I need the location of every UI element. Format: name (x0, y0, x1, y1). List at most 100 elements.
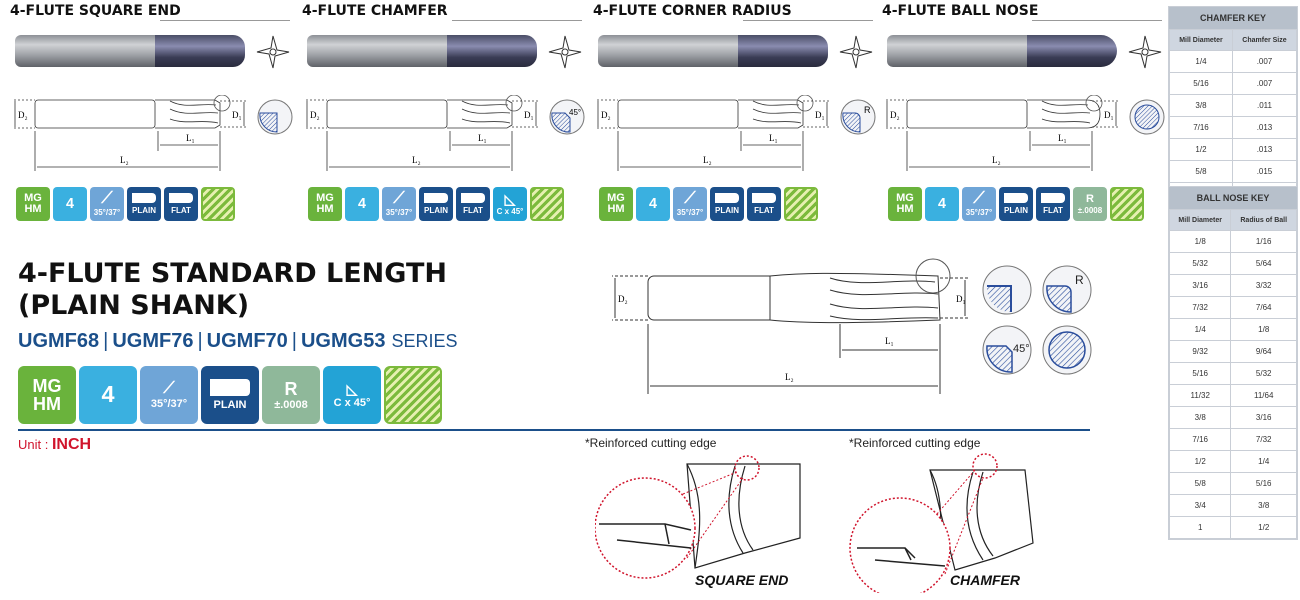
plain-shank-glyph (424, 193, 448, 203)
badge-text-bottom: PLAIN (213, 398, 247, 411)
key-cell: 5/8 (1168, 472, 1232, 495)
badge-text-bottom: 35°/37° (93, 208, 121, 217)
key-cell: 1/4 (1169, 50, 1233, 73)
key-cell: 3/8 (1230, 494, 1297, 517)
flutes (738, 35, 828, 67)
chamfer-icon: ◺C x 45° (493, 187, 527, 221)
key-cell: 1/2 (1168, 450, 1232, 473)
end-view-icon (1128, 35, 1162, 69)
end-flat-icon: FLAT (747, 187, 781, 221)
d1-label: D₁ (232, 110, 242, 120)
key-cell: 5/8 (1169, 160, 1233, 183)
key-cell: 3/4 (1168, 494, 1232, 517)
badge-text-bottom: C x 45° (333, 396, 371, 409)
shank-plain-icon: PLAIN (127, 187, 161, 221)
badge-text-bottom: FLAT (171, 205, 191, 215)
helix-icon: ⟋35°/37° (962, 187, 996, 221)
badge-text-bottom: HM (316, 203, 334, 215)
l1-label: L₁ (478, 133, 487, 143)
d1-label: D₁ (815, 110, 825, 120)
shank (598, 35, 738, 67)
badge-text-bottom: ±.0008 (274, 398, 308, 411)
key-cell: .015 (1231, 160, 1298, 183)
d1-label: D₁ (1104, 110, 1114, 120)
end-flat-icon: FLAT (1036, 187, 1070, 221)
badge-text-top: R (1086, 192, 1094, 205)
unit-value: INCH (51, 436, 92, 453)
angle-label: 45° (569, 108, 581, 117)
flat-end-glyph (1041, 193, 1065, 203)
key-cell: 7/16 (1169, 116, 1233, 139)
key-cell: 5/16 (1230, 472, 1297, 495)
square-end-edge-drawing: SQUARE END (595, 455, 801, 588)
section-rule (743, 20, 873, 21)
helix-glyph: ⟋ (684, 190, 696, 207)
edge-note-square: *Reinforced cutting edge (585, 436, 717, 450)
main-title-line1: 4-FLUTE STANDARD LENGTH (18, 258, 447, 289)
material-icon (784, 187, 818, 221)
key-cell: .013 (1231, 138, 1298, 161)
main-l1-label: L₁ (885, 336, 894, 346)
flat-end-glyph (169, 193, 193, 203)
end-mill-photo (307, 35, 537, 67)
end-flat-icon: FLAT (456, 187, 490, 221)
end-profile-circles: R 45° (982, 265, 1092, 375)
key-cell: 11/32 (1168, 384, 1232, 407)
main-l2-label: L₂ (785, 372, 794, 382)
section-title: 4-FLUTE BALL NOSE (882, 3, 1039, 19)
key-cell: 7/16 (1168, 428, 1232, 451)
key-cell: 1/8 (1168, 230, 1232, 253)
key-cell: 1/2 (1230, 516, 1297, 539)
chamfer-edge-drawing: CHAMFER (849, 453, 1034, 593)
key-cell: 1 (1168, 516, 1232, 539)
flute-count-icon: 4 (636, 187, 670, 221)
badge-text-top: MG (316, 192, 334, 204)
material-icon (201, 187, 235, 221)
key-cell: .011 (1231, 94, 1298, 117)
badge-text-top: 4 (101, 381, 115, 408)
series-code: UGMG53 (300, 330, 386, 352)
l1-label: L₁ (1058, 133, 1067, 143)
badge-text-bottom: ±.0008 (1077, 205, 1103, 215)
series-separator: | (197, 330, 203, 352)
badge-text-bottom: 35°/37° (385, 208, 413, 217)
d1-label: D₁ (524, 110, 534, 120)
flat-end-glyph (461, 193, 485, 203)
badge-text-bottom: PLAIN (715, 205, 739, 215)
series-code: UGMF76 (112, 330, 194, 352)
flutes (447, 35, 537, 67)
shank-plain-icon: PLAIN (999, 187, 1033, 221)
series-suffix: SERIES (391, 331, 458, 351)
flat-end-glyph (752, 193, 776, 203)
square-end-label: SQUARE END (695, 572, 788, 588)
key-cell: 5/64 (1230, 252, 1297, 275)
section-title: 4-FLUTE CHAMFER (302, 3, 448, 19)
series-separator: | (291, 330, 297, 352)
flute-count-icon: 4 (79, 366, 137, 424)
badge-text-bottom: FLAT (1043, 205, 1063, 215)
plain-shank-glyph (209, 379, 251, 396)
helix-icon: ⟋35°/37° (382, 187, 416, 221)
key-cell: .013 (1231, 116, 1298, 139)
main-tool-drawing: D₂ D₁ L₁ L₂ (612, 258, 968, 394)
flute-count-icon: 4 (53, 187, 87, 221)
badge-text-bottom: 35°/37° (150, 397, 188, 410)
main-title-line2: (PLAIN SHANK) (18, 290, 250, 321)
badge-text-bottom: HM (607, 203, 625, 215)
radius-r-label: R (1075, 273, 1084, 287)
